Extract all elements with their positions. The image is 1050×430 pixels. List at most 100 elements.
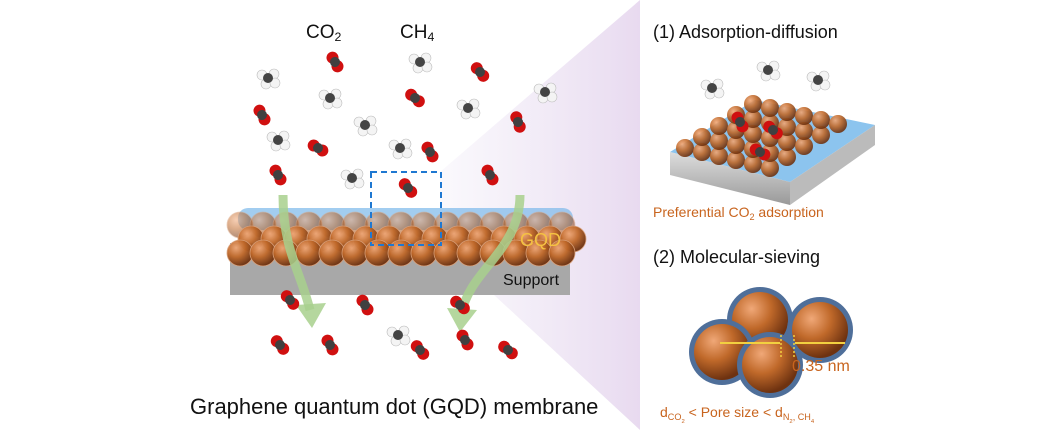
hydrogen-atom (269, 77, 281, 89)
zoom-box (370, 171, 442, 246)
carbon-atom (755, 147, 765, 157)
gqd-sphere (341, 239, 369, 267)
co2-molecule (398, 178, 418, 198)
support-label: Support (503, 272, 560, 289)
slab-side (670, 152, 790, 205)
hydrogen-atom (819, 79, 831, 91)
gqd-sphere (694, 324, 750, 380)
gqd-sphere (727, 151, 745, 169)
co2-molecule (307, 139, 329, 157)
gqd-sphere (710, 132, 728, 150)
co2-molecule (321, 334, 339, 356)
gqd-sphere (761, 159, 779, 177)
carbon-atom (257, 110, 267, 120)
hydrogen-atom (401, 147, 413, 159)
carbon-atom (273, 135, 283, 145)
carbon-atom (403, 183, 413, 193)
gqd-sphere (744, 125, 762, 143)
co2-molecule (731, 111, 749, 133)
main-caption: Graphene quantum dot (GQD) membrane (190, 394, 599, 419)
hydrogen-atom (769, 69, 781, 81)
gqd-sphere (778, 133, 796, 151)
co2-molecule (270, 335, 290, 355)
step1-title: (1) Adsorption-diffusion (653, 22, 838, 42)
co2-label: CO2 (306, 22, 342, 44)
permeation-arrow (457, 194, 525, 314)
carbon-atom (347, 173, 357, 183)
gqd-sphere (433, 239, 461, 267)
co2-molecule (450, 295, 470, 315)
hydrogen-atom (421, 61, 433, 73)
carbon-atom (360, 300, 370, 310)
carbon-atom (463, 103, 473, 113)
gqd-sphere (249, 239, 277, 267)
ch4-molecule (353, 115, 378, 137)
gqd-sphere (744, 95, 762, 113)
gqd-sphere (364, 239, 392, 267)
hydrogen-atom (279, 139, 291, 151)
hydrogen-atom (353, 177, 365, 189)
carbon-atom (768, 125, 778, 135)
arrow-head (447, 308, 477, 332)
hydrogen-atom (713, 87, 725, 99)
ch4-molecule (340, 168, 365, 190)
gqd-sphere (795, 122, 813, 140)
carbon-atom (395, 143, 405, 153)
ch4-label: CH4 (400, 22, 435, 44)
carbon-atom (273, 170, 283, 180)
gqd-sphere (710, 147, 728, 165)
carbon-atom (415, 345, 425, 355)
ch4-molecule (756, 60, 781, 82)
carbon-atom (763, 65, 773, 75)
gqd-sphere (727, 136, 745, 154)
co2-molecule (326, 51, 344, 73)
gqd-sphere (812, 126, 830, 144)
gqd-sphere (744, 155, 762, 173)
carbon-atom (455, 300, 465, 310)
carbon-atom (275, 340, 285, 350)
carbon-atom (460, 335, 470, 345)
co2-molecule (253, 104, 271, 126)
gqd-sphere (829, 115, 847, 133)
ch4-molecule (266, 130, 291, 152)
gqd-sphere (410, 239, 438, 267)
carbon-atom (330, 57, 340, 67)
co2-molecule (498, 340, 518, 360)
preferential-adsorption-label: Preferential CO2 adsorption (653, 204, 824, 222)
arrow-head (296, 303, 326, 328)
carbon-atom (503, 345, 513, 355)
gqd-label: GQD (520, 230, 562, 250)
gqd-sphere (744, 110, 762, 128)
co2-molecule (749, 143, 771, 161)
carbon-atom (735, 117, 745, 127)
carbon-atom (415, 57, 425, 67)
carbon-atom (325, 93, 335, 103)
ch4-molecule (456, 98, 481, 120)
ch4-molecule (388, 138, 413, 160)
gqd-sphere (795, 137, 813, 155)
gqd-sphere (778, 148, 796, 166)
carbon-atom (285, 295, 295, 305)
ch4-molecule (408, 52, 433, 74)
co2-molecule (421, 141, 439, 163)
gqd-sphere (226, 239, 254, 267)
hydrogen-atom (546, 91, 558, 103)
size-relation-label: dCO2 < Pore size < dN2, CH4 (660, 404, 815, 425)
ch4-molecule (806, 70, 831, 92)
hydrogen-atom (399, 334, 411, 346)
co2-molecule (481, 164, 499, 186)
gqd-sphere (676, 139, 694, 157)
carbon-atom (425, 147, 435, 157)
gqd-sphere (742, 337, 798, 393)
ch4-molecule (256, 68, 281, 90)
co2-molecule (470, 62, 490, 82)
carbon-atom (325, 340, 335, 350)
carbon-atom (393, 330, 403, 340)
co2-molecule (356, 294, 374, 316)
carbon-atom (485, 170, 495, 180)
carbon-atom (410, 93, 420, 103)
gqd-sphere (812, 111, 830, 129)
carbon-atom (813, 75, 823, 85)
